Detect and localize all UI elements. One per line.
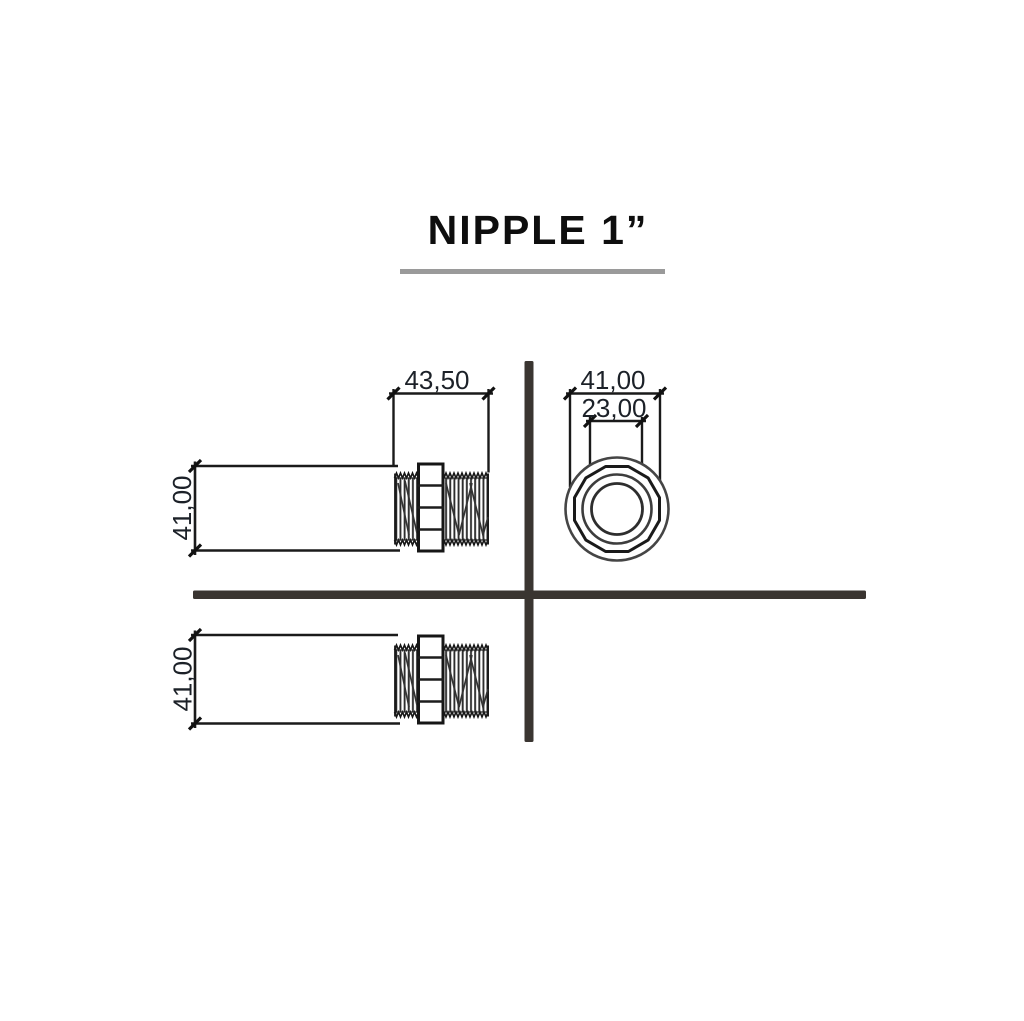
dim-tick [187, 627, 203, 643]
crosshair-vertical-line [524, 361, 534, 742]
outer-circle [564, 456, 670, 562]
dimension-height-bottom: 41,00 [168, 627, 400, 731]
dim-tick [187, 458, 203, 474]
nipple-end-profile [564, 456, 670, 562]
title-underline [400, 269, 665, 274]
dim-tick [187, 716, 203, 731]
dimension-inner-diameter: 23,00 [581, 393, 650, 490]
crosshair [193, 361, 866, 742]
dim-label-outer-diameter: 41,00 [580, 365, 645, 395]
dim-label-inner-diameter: 23,00 [581, 393, 646, 423]
dim-tick [386, 386, 401, 401]
dimension-height-top: 41,00 [167, 458, 400, 558]
dim-tick [481, 386, 496, 401]
end-view: 41,00 23,00 [562, 365, 670, 562]
nipple-side-bottom [393, 634, 491, 725]
dimension-width-top: 43,50 [386, 365, 496, 473]
bore-circle [590, 482, 644, 536]
dim-tick [582, 413, 598, 429]
dim-tick [562, 386, 578, 401]
dim-label-height-top: 41,00 [167, 475, 197, 540]
page-title: NIPPLE 1” [427, 207, 649, 253]
dim-tick [652, 386, 668, 401]
dim-label-height-bottom: 41,00 [168, 646, 198, 711]
dim-label-width-top: 43,50 [404, 365, 469, 395]
middle-circle [581, 473, 653, 545]
side-view-bottom: 41,00 [168, 627, 491, 731]
thread-polygon-ring [573, 465, 661, 553]
dim-tick [187, 543, 203, 558]
dim-tick [634, 413, 650, 429]
side-view-top: 43,50 41,00 [167, 365, 496, 558]
nipple-side-top [393, 462, 491, 553]
dimension-outer-diameter: 41,00 [562, 365, 668, 487]
